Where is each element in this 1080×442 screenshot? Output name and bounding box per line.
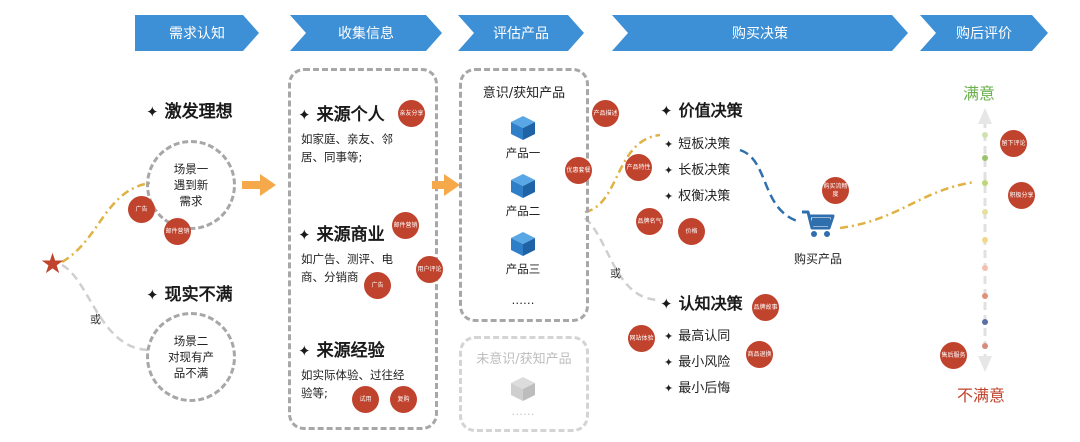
product-label: 产品一 bbox=[505, 146, 541, 160]
path-value-cart bbox=[739, 148, 801, 224]
scene2-line: 场景二 bbox=[173, 334, 209, 348]
unaware-title: 未意识/获知产品 bbox=[476, 352, 572, 367]
badge-promo-bundle: 优惠套餐 bbox=[565, 157, 592, 184]
stage-purchase-decision: 购买决策 bbox=[612, 15, 908, 51]
badge-email-marketing-2: 邮件营销 bbox=[392, 212, 419, 239]
commercial-label: 来源商业 bbox=[316, 225, 385, 245]
stage-post-purchase: 购后评价 bbox=[920, 15, 1048, 51]
badge-brand-fame: 品牌名气 bbox=[636, 208, 663, 235]
ellipsis: …… bbox=[511, 293, 535, 307]
scene1-line: 需求 bbox=[179, 194, 203, 208]
stage-need-recognition: 需求认知 bbox=[135, 15, 259, 51]
path-cart-post bbox=[839, 180, 976, 230]
arrow-up-icon bbox=[978, 108, 992, 124]
experience-desc: 如实际体验、过往经验等; bbox=[301, 368, 405, 400]
stage-product-evaluation: 评估产品 bbox=[458, 15, 584, 51]
badge-ads: 广告 bbox=[128, 196, 155, 223]
cognitive-decision-heading: ✦认知决策 bbox=[660, 294, 743, 313]
value-decision-heading: ✦价值决策 bbox=[660, 101, 743, 120]
unaware-ellipsis: …… bbox=[511, 404, 535, 418]
star-icon: ★ bbox=[40, 247, 66, 280]
commercial-heading: ✦来源商业 bbox=[298, 225, 385, 245]
aware-products-box bbox=[459, 68, 589, 322]
inspire-label: 激发理想 bbox=[164, 102, 233, 122]
badge-ads-2: 广告 bbox=[364, 272, 391, 299]
stage-label: 购买决策 bbox=[732, 26, 788, 42]
badge-email-marketing: 邮件营销 bbox=[164, 218, 191, 245]
badge-active-share: 积极分享 bbox=[1008, 182, 1035, 209]
product-label: 产品二 bbox=[505, 204, 541, 218]
personal-desc: 如家庭、亲友、邻居、同事等; bbox=[301, 132, 393, 164]
arrow-right-icon bbox=[242, 174, 276, 196]
experience-heading: ✦来源经验 bbox=[298, 341, 385, 361]
dissatisfied-heading: ✦现实不满 bbox=[146, 285, 233, 305]
badge-price: 价格 bbox=[678, 218, 705, 245]
badge-user-reviews: 用户评论 bbox=[416, 256, 443, 283]
badge-repurchase: 复购 bbox=[390, 386, 417, 413]
stage-label: 评估产品 bbox=[493, 26, 549, 42]
shopping-cart-icon bbox=[802, 210, 835, 237]
cognitive-decision-label: 认知决策 bbox=[678, 294, 743, 313]
decision-or-label: 或 bbox=[610, 267, 621, 280]
scene2-line: 对现有产 bbox=[168, 350, 214, 364]
personal-heading: ✦来源个人 bbox=[298, 105, 385, 125]
experience-label: 来源经验 bbox=[316, 341, 385, 361]
cube-icon bbox=[511, 232, 535, 256]
scene2-line: 品不满 bbox=[173, 366, 209, 380]
badge-purchase-smoothness: 购买流畅度 bbox=[822, 177, 849, 204]
value-item: ✦权衡决策 bbox=[664, 189, 731, 204]
satisfied-label: 满意 bbox=[963, 84, 996, 103]
cognitive-item: ✦最小风险 bbox=[664, 355, 731, 370]
personal-label: 来源个人 bbox=[316, 105, 385, 125]
unsatisfied-label: 不满意 bbox=[957, 386, 1006, 405]
scene1-circle: 场景一 遇到新 需求 bbox=[146, 140, 236, 230]
cube-icon bbox=[511, 377, 535, 401]
value-decision-label: 价值决策 bbox=[678, 101, 743, 120]
value-item: ✦长板决策 bbox=[664, 163, 731, 178]
badge-product-description: 产品描述 bbox=[592, 100, 619, 127]
arrow-right-icon bbox=[432, 174, 460, 196]
badge-product-features: 产品特性 bbox=[625, 154, 652, 181]
cube-icon bbox=[511, 116, 535, 140]
cognitive-item: ✦最高认同 bbox=[664, 329, 731, 344]
info-search-box bbox=[288, 68, 438, 430]
badge-friends-share: 亲友分享 bbox=[398, 100, 425, 127]
scene1-line: 场景一 bbox=[173, 162, 209, 176]
inspire-heading: ✦激发理想 bbox=[146, 102, 233, 122]
product-label: 产品三 bbox=[505, 262, 541, 276]
arrow-down-icon bbox=[978, 356, 992, 372]
stage-label: 需求认知 bbox=[169, 26, 225, 42]
scene1-line: 遇到新 bbox=[173, 178, 209, 192]
badge-returns: 商品退换 bbox=[746, 341, 773, 368]
scene2-circle: 场景二 对现有产 品不满 bbox=[146, 312, 236, 402]
badge-leave-review: 留下评论 bbox=[1000, 130, 1027, 157]
or-label: 或 bbox=[90, 313, 101, 326]
buy-product-label: 购买产品 bbox=[793, 252, 842, 266]
badge-brand-story: 品牌故事 bbox=[752, 294, 779, 321]
cube-icon bbox=[511, 174, 535, 198]
stage-label: 购后评价 bbox=[956, 26, 1012, 42]
commercial-desc: 如广告、测评、电商、分销商 bbox=[301, 252, 393, 284]
stage-label: 收集信息 bbox=[338, 26, 394, 42]
badge-after-sales: 售后服务 bbox=[940, 342, 967, 369]
path-eval-cognitive bbox=[584, 217, 661, 302]
path-star-scene2 bbox=[61, 263, 151, 352]
aware-title: 意识/获知产品 bbox=[482, 86, 566, 101]
unaware-products-box bbox=[459, 336, 589, 432]
dissatisfied-label: 现实不满 bbox=[164, 285, 233, 305]
value-item: ✦短板决策 bbox=[664, 137, 731, 152]
path-star-scene1 bbox=[61, 181, 151, 264]
stage-information-search: 收集信息 bbox=[290, 15, 442, 51]
badge-trial: 试用 bbox=[352, 386, 379, 413]
badge-website-experience: 网站体验 bbox=[628, 325, 655, 352]
cognitive-item: ✦最小后悔 bbox=[664, 381, 731, 396]
